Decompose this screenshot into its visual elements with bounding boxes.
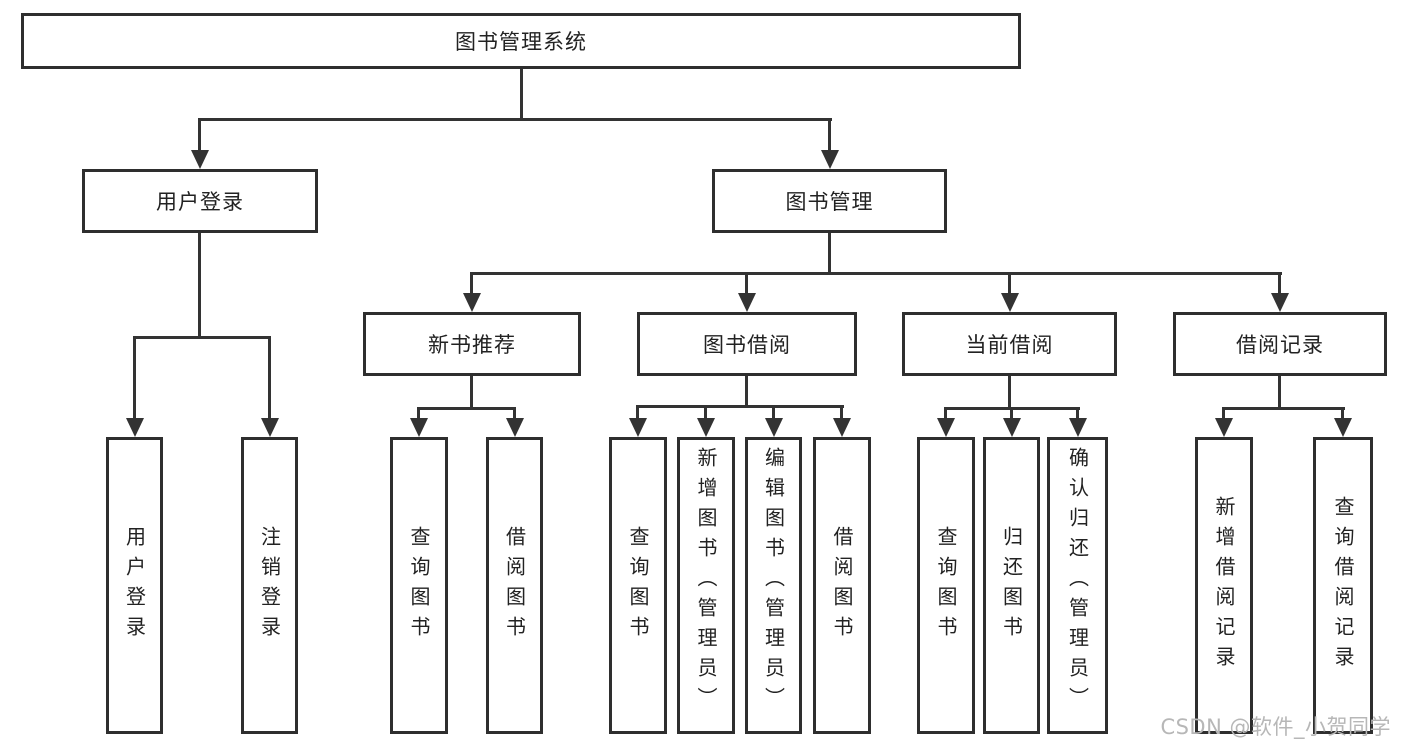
node-label: 查询图书 xyxy=(407,525,431,646)
node-label: 查询借阅记录 xyxy=(1331,495,1355,676)
edge-to-leaf xyxy=(417,407,420,423)
arrow-down-icon xyxy=(1003,418,1021,437)
leaf-confirm-return-admin: 确认归还（管理员） xyxy=(1047,437,1108,734)
node-label: 查询图书 xyxy=(934,525,958,646)
edge-to-book-borrow xyxy=(745,272,748,296)
node-current-borrowing: 当前借阅 xyxy=(902,312,1117,376)
edge-to-leaf xyxy=(704,405,707,423)
arrow-down-icon xyxy=(1215,418,1233,437)
edge-to-leaf xyxy=(1341,407,1344,423)
edge-current-borrow-stem xyxy=(1008,376,1011,410)
leaf-query-books: 查询图书 xyxy=(609,437,667,734)
arrow-down-icon xyxy=(629,418,647,437)
node-label: 图书管理系统 xyxy=(455,30,587,54)
node-label: 归还图书 xyxy=(999,525,1024,646)
node-label: 查询图书 xyxy=(626,525,650,646)
leaf-borrow-books: 借阅图书 xyxy=(813,437,871,734)
arrow-down-icon xyxy=(1334,418,1352,437)
edge-to-current-borrow xyxy=(1008,272,1011,296)
edge-to-leaf xyxy=(1076,407,1079,423)
edge-borrow-records-branch xyxy=(1222,407,1345,410)
edge-to-leaf xyxy=(133,336,136,423)
edge-new-books-stem xyxy=(470,376,473,410)
edge-to-leaf xyxy=(772,405,775,423)
edge-to-leaf xyxy=(513,407,516,423)
node-borrowing-records: 借阅记录 xyxy=(1173,312,1387,376)
node-label: 新增借阅记录 xyxy=(1212,495,1236,676)
leaf-borrow-books: 借阅图书 xyxy=(486,437,543,734)
node-label: 当前借阅 xyxy=(965,333,1054,357)
leaf-return-books: 归还图书 xyxy=(983,437,1040,734)
node-user-login: 用户登录 xyxy=(82,169,318,233)
csdn-watermark: CSDN @软件_小贺同学 xyxy=(1160,715,1391,739)
edge-root-to-user-login xyxy=(198,118,201,154)
arrow-down-icon xyxy=(765,418,783,437)
edge-to-leaf xyxy=(840,405,843,423)
node-label: 图书借阅 xyxy=(703,333,791,357)
leaf-user-login: 用户登录 xyxy=(106,437,163,734)
edge-book-mgmt-stem xyxy=(828,233,831,275)
edge-to-new-books xyxy=(470,272,473,296)
arrow-down-icon xyxy=(191,150,209,169)
node-label: 用户登录 xyxy=(122,525,147,646)
node-book-borrowing: 图书借阅 xyxy=(637,312,857,376)
node-label: 借阅图书 xyxy=(502,525,527,646)
node-new-book-recommend: 新书推荐 xyxy=(363,312,581,376)
edge-book-borrow-stem xyxy=(745,376,748,408)
node-label: 用户登录 xyxy=(156,190,244,214)
arrow-down-icon xyxy=(1069,418,1087,437)
edge-user-login-stem xyxy=(198,233,201,339)
arrow-down-icon xyxy=(261,418,279,437)
node-label: 借阅图书 xyxy=(830,525,854,646)
edge-borrow-records-stem xyxy=(1278,376,1281,410)
arrow-down-icon xyxy=(738,293,756,312)
edge-to-leaf xyxy=(636,405,639,423)
edge-to-leaf xyxy=(1222,407,1225,423)
edge-book-mgmt-branch xyxy=(470,272,1282,275)
node-label: 确认归还（管理员） xyxy=(1065,447,1090,717)
edge-to-leaf xyxy=(944,407,947,423)
arrow-down-icon xyxy=(937,418,955,437)
leaf-logout: 注销登录 xyxy=(241,437,298,734)
leaf-query-books: 查询图书 xyxy=(390,437,448,734)
node-root-system: 图书管理系统 xyxy=(21,13,1021,69)
node-label: 新增图书（管理员） xyxy=(694,447,718,717)
arrow-down-icon xyxy=(126,418,144,437)
node-label: 借阅记录 xyxy=(1236,333,1324,357)
leaf-query-books: 查询图书 xyxy=(917,437,975,734)
arrow-down-icon xyxy=(463,293,481,312)
arrow-down-icon xyxy=(506,418,524,437)
arrow-down-icon xyxy=(410,418,428,437)
edge-root-to-book-mgmt xyxy=(828,118,831,154)
edge-to-borrow-records xyxy=(1278,272,1281,296)
leaf-add-borrow-record: 新增借阅记录 xyxy=(1195,437,1253,734)
arrow-down-icon xyxy=(697,418,715,437)
leaf-add-books-admin: 新增图书（管理员） xyxy=(677,437,735,734)
arrow-down-icon xyxy=(821,150,839,169)
arrow-down-icon xyxy=(833,418,851,437)
leaf-query-borrow-record: 查询借阅记录 xyxy=(1313,437,1373,734)
node-label: 图书管理 xyxy=(785,190,874,214)
edge-new-books-branch xyxy=(417,407,516,410)
edge-root-stem xyxy=(520,69,523,121)
node-label: 新书推荐 xyxy=(428,333,516,357)
node-label: 编辑图书（管理员） xyxy=(761,447,786,717)
arrow-down-icon xyxy=(1271,293,1289,312)
edge-to-leaf xyxy=(268,336,271,423)
leaf-edit-books-admin: 编辑图书（管理员） xyxy=(745,437,802,734)
edge-user-login-branch xyxy=(133,336,271,339)
node-label: 注销登录 xyxy=(257,525,282,646)
edge-to-leaf xyxy=(1010,407,1013,423)
node-book-management: 图书管理 xyxy=(712,169,947,233)
edge-book-borrow-branch xyxy=(636,405,844,408)
edge-root-branch xyxy=(198,118,832,121)
arrow-down-icon xyxy=(1001,293,1019,312)
